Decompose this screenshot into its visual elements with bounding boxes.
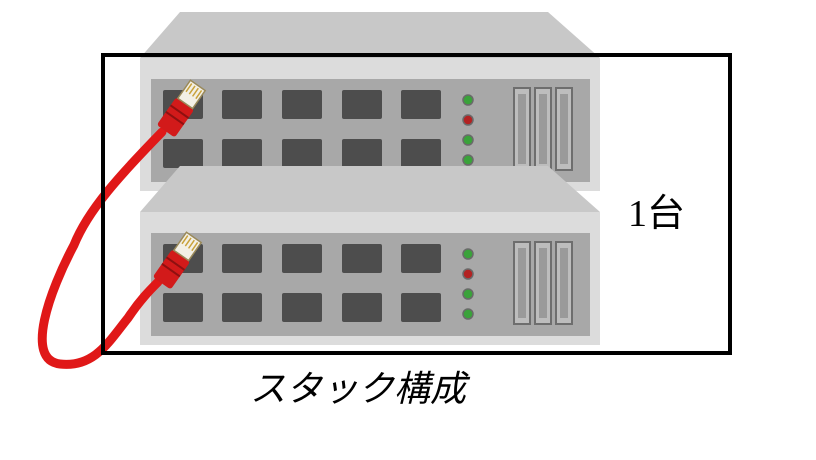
cable-connector-icon <box>153 231 203 289</box>
switch-port <box>342 139 382 168</box>
switch-port <box>222 90 262 119</box>
connector-pin <box>181 235 189 245</box>
vent-slot-inner <box>539 248 547 318</box>
connector-boot <box>153 250 190 289</box>
status-led-icon <box>462 154 474 166</box>
status-led-icon <box>462 248 474 260</box>
connector-pin <box>185 83 193 93</box>
vent-slot-inner <box>518 248 526 318</box>
network-switch-icon <box>140 166 600 345</box>
switch-port <box>401 139 441 168</box>
connector-rib <box>169 104 190 119</box>
stack-cable-icon <box>37 127 167 369</box>
switch-port <box>163 293 203 322</box>
connector-plug <box>172 231 203 262</box>
vent-slot-inner <box>560 248 568 318</box>
stack-caption: スタック構成 <box>250 369 467 410</box>
switch-port <box>282 293 322 322</box>
connector-pin <box>195 90 203 100</box>
connector-boot <box>157 98 194 137</box>
connector-pin <box>191 242 199 252</box>
connector-rib <box>165 111 185 126</box>
status-led-icon <box>462 308 474 320</box>
connector-pin <box>188 85 196 95</box>
switch-port <box>282 90 322 119</box>
switch-port <box>282 244 322 273</box>
connector-rib <box>165 256 186 271</box>
network-switch-icon <box>140 12 600 191</box>
status-led-icon <box>462 114 474 126</box>
status-led-icon <box>462 268 474 280</box>
switch-port <box>401 90 441 119</box>
status-led-icon <box>462 94 474 106</box>
unit-count-label: 1台 <box>628 193 686 235</box>
vent-slot-inner <box>560 94 568 164</box>
switch-port <box>163 139 203 168</box>
switch-port <box>342 90 382 119</box>
switch-top <box>140 166 600 212</box>
connector-pin <box>184 237 192 247</box>
switch-port <box>222 244 262 273</box>
switch-top <box>140 12 600 58</box>
stack-frame <box>101 53 732 355</box>
switch-port <box>401 244 441 273</box>
switch-port <box>282 139 322 168</box>
switch-port <box>222 139 262 168</box>
switch-port <box>342 244 382 273</box>
switch-port <box>222 293 262 322</box>
connector-pin <box>187 239 195 249</box>
vent-slot-inner <box>518 94 526 164</box>
connector-plug <box>176 79 207 110</box>
status-led-icon <box>462 134 474 146</box>
cable-connector-icon <box>157 79 207 137</box>
status-led-icon <box>462 288 474 300</box>
switch-port <box>401 293 441 322</box>
connector-rib <box>161 263 181 278</box>
vent-slot-inner <box>539 94 547 164</box>
connector-pin <box>191 87 199 97</box>
switch-port <box>342 293 382 322</box>
